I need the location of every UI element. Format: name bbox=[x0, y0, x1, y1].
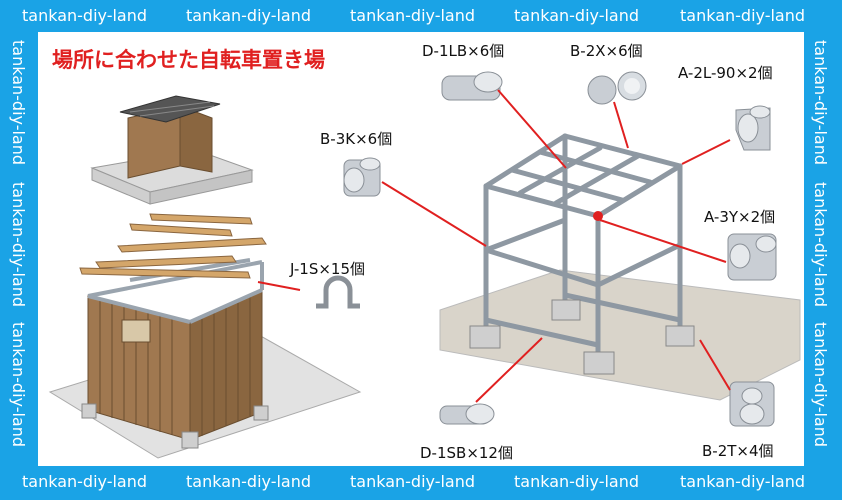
label-a2l90: A-2L-90×2個 bbox=[678, 64, 773, 82]
label-b3k: B-3K×6個 bbox=[320, 130, 393, 148]
label-b2x: B-2X×6個 bbox=[570, 42, 643, 60]
fitting-b2x-icon bbox=[587, 71, 647, 105]
watermark-top-3: tankan-diy-land bbox=[350, 6, 476, 25]
watermark-bottom-2: tankan-diy-land bbox=[186, 472, 312, 491]
fitting-a3y-icon bbox=[727, 233, 777, 281]
watermark-bottom-4: tankan-diy-land bbox=[514, 472, 640, 491]
label-d1lb: D-1LB×6個 bbox=[422, 42, 505, 60]
fitting-d1sb-icon bbox=[439, 403, 495, 425]
fitting-d1lb-icon bbox=[441, 71, 503, 101]
pipe-frame-illustration bbox=[439, 133, 801, 401]
fitting-b3k-icon bbox=[343, 157, 381, 197]
watermark-bottom-5: tankan-diy-land bbox=[680, 472, 806, 491]
watermark-top-5: tankan-diy-land bbox=[680, 6, 806, 25]
watermark-bottom-1: tankan-diy-land bbox=[22, 472, 148, 491]
small-shed-illustration bbox=[90, 95, 254, 205]
leader-lines bbox=[257, 89, 731, 403]
label-j1s: J-1S×15個 bbox=[290, 260, 366, 278]
fitting-b2t-icon bbox=[729, 381, 775, 427]
watermark-top-1: tankan-diy-land bbox=[22, 6, 148, 25]
large-shed-illustration bbox=[48, 213, 362, 459]
fitting-j1s-icon bbox=[316, 275, 360, 309]
watermark-top-2: tankan-diy-land bbox=[186, 6, 312, 25]
page-title: 場所に合わせた自転車置き場 bbox=[52, 48, 325, 72]
fitting-a2l90-icon bbox=[735, 105, 771, 151]
watermark-top-4: tankan-diy-land bbox=[514, 6, 640, 25]
label-b2t: B-2T×4個 bbox=[702, 442, 774, 460]
label-a3y: A-3Y×2個 bbox=[704, 208, 776, 226]
watermark-bottom-3: tankan-diy-land bbox=[350, 472, 476, 491]
label-d1sb: D-1SB×12個 bbox=[420, 444, 513, 462]
